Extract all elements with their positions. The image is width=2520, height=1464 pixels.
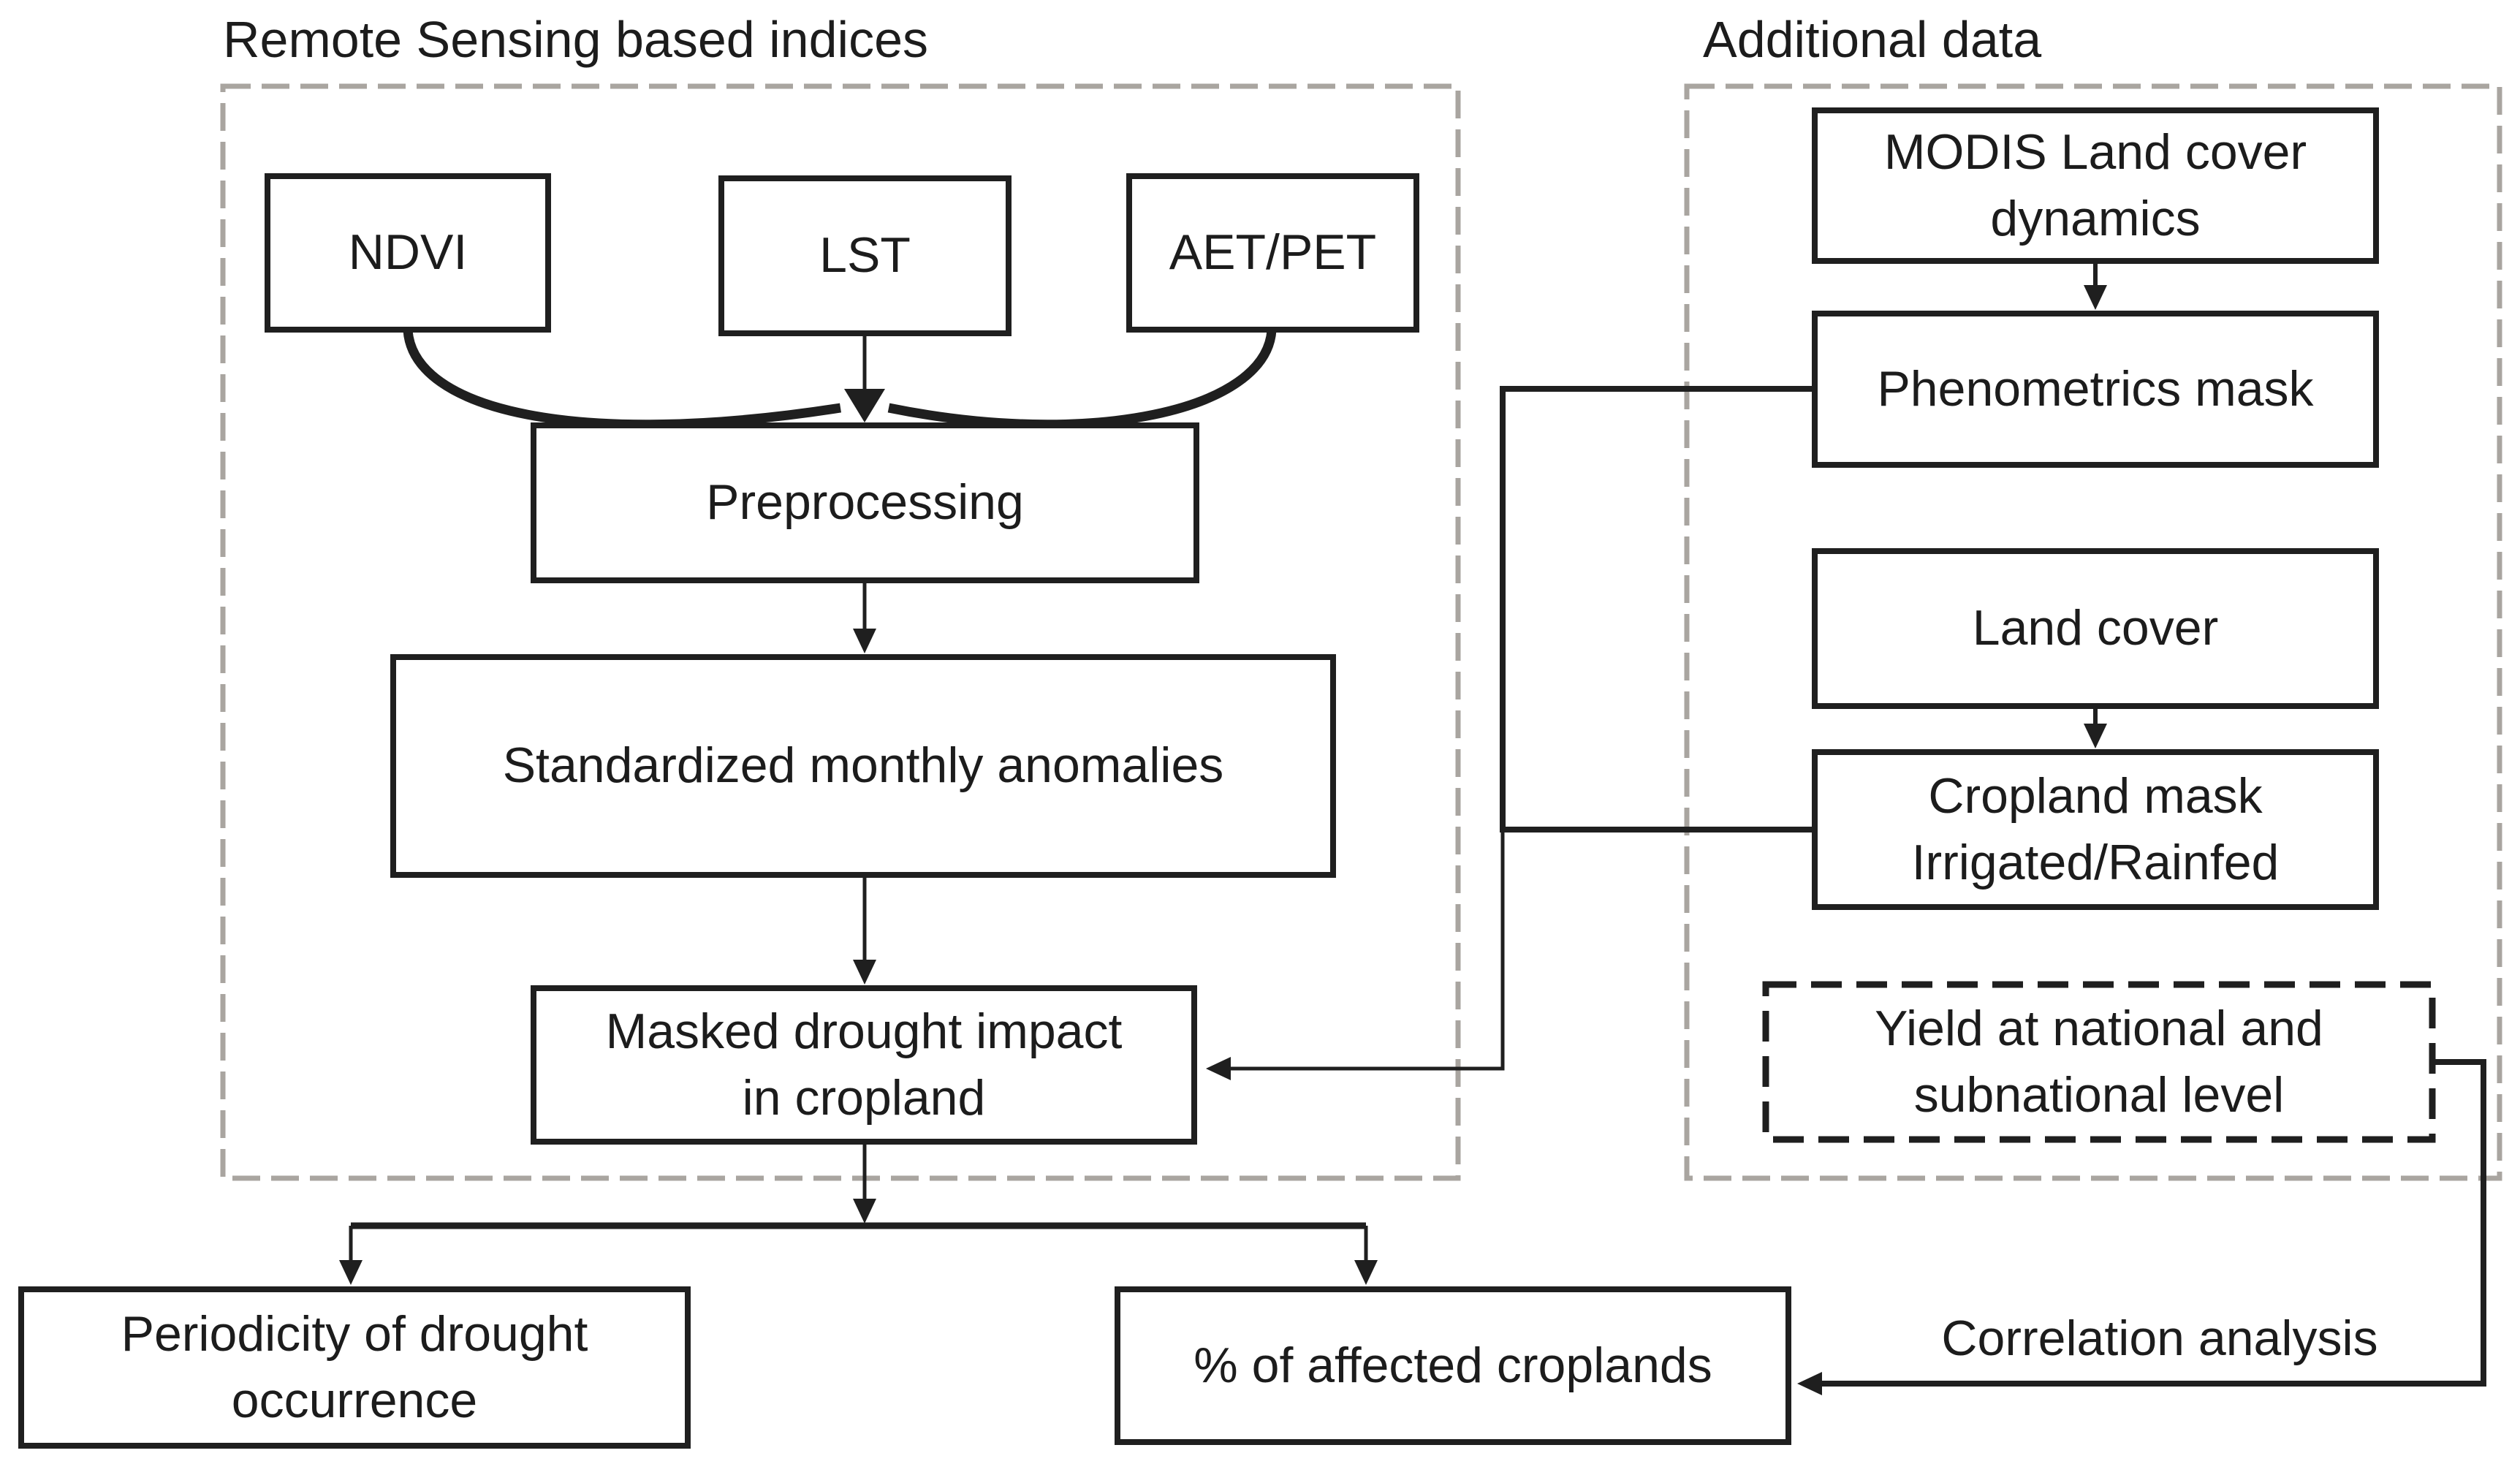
masked-to-branch [339, 1145, 1378, 1285]
box-label: LST [819, 227, 911, 284]
box-label: Phenometrics mask [1877, 360, 2314, 417]
box-ndvi: NDVI [265, 173, 551, 333]
box-label: Land cover [1972, 600, 2219, 656]
down-arrowhead-icon [853, 960, 876, 985]
correlation-analysis-label: Correlation analysis [1941, 1311, 2378, 1366]
box-label: AET/PET [1169, 224, 1377, 281]
box-label: % of affected croplands [1193, 1337, 1712, 1393]
box-label: Standardized monthly anomalies [502, 737, 1224, 794]
box-cropland-mask: Cropland mask Irrigated/Rainfed [1812, 749, 2379, 910]
box-label: MODIS Land cover [1883, 124, 2307, 180]
converge-arrowhead-icon [844, 389, 885, 422]
box-label: subnational level [1913, 1067, 2285, 1123]
down-arrowhead-icon [2084, 724, 2107, 748]
box-yield: Yield at national and subnational level [1763, 982, 2435, 1142]
box-land-cover: Land cover [1812, 548, 2379, 709]
box-masked-drought-impact: Masked drought impact in cropland [531, 985, 1197, 1145]
box-periodicity: Periodicity of drought occurrence [18, 1286, 691, 1449]
modis-to-phenometrics [2084, 264, 2107, 310]
box-label: NDVI [348, 224, 468, 281]
down-arrowhead-icon [339, 1260, 363, 1285]
box-label: occurrence [231, 1373, 478, 1428]
box-label: Preprocessing [706, 474, 1024, 531]
box-label: dynamics [1990, 191, 2201, 246]
box-modis-land-cover-dynamics: MODIS Land cover dynamics [1812, 107, 2379, 264]
left-arrowhead-icon [1797, 1372, 1822, 1395]
left-arrowhead-icon [1206, 1057, 1231, 1080]
down-arrowhead-icon [853, 629, 876, 653]
box-affected-croplands: % of affected croplands [1115, 1286, 1791, 1445]
down-arrowhead-icon [853, 1199, 876, 1224]
landcover-to-cropmask [2084, 709, 2107, 748]
down-arrowhead-icon [2084, 285, 2107, 310]
box-label: in cropland [742, 1070, 986, 1126]
box-label: Periodicity of drought [121, 1305, 588, 1362]
converge-arrows [403, 330, 1277, 430]
down-arrowhead-icon [1354, 1260, 1378, 1285]
box-phenometrics-mask: Phenometrics mask [1812, 311, 2379, 468]
box-label: Cropland mask [1928, 767, 2263, 824]
ndvi-curve-connector [403, 330, 841, 430]
title-remote-sensing: Remote Sensing based indices [223, 11, 929, 68]
anomalies-to-masked [853, 878, 876, 985]
title-additional-data: Additional data [1703, 11, 2042, 68]
box-label: Irrigated/Rainfed [1911, 835, 2280, 890]
box-label: Masked drought impact [605, 1003, 1123, 1059]
aetpet-curve-connector [887, 330, 1277, 430]
box-standardized-anomalies: Standardized monthly anomalies [390, 654, 1336, 878]
box-aet-pet: AET/PET [1126, 173, 1419, 333]
box-preprocessing: Preprocessing [531, 422, 1199, 583]
box-label: Yield at national and [1875, 1000, 2323, 1056]
prep-to-anomalies [853, 583, 876, 653]
box-lst: LST [718, 175, 1012, 336]
